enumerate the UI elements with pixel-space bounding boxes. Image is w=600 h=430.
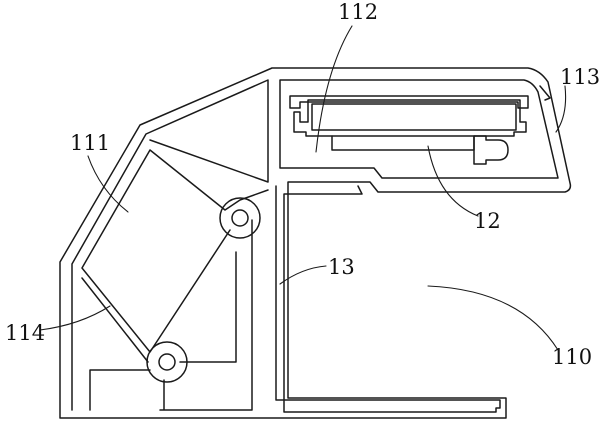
leader-12 xyxy=(427,145,479,217)
circuit-board-frame xyxy=(293,99,527,137)
cover-lip xyxy=(539,85,551,101)
boss-lower-inner xyxy=(158,353,176,371)
boss-lower-outer xyxy=(146,341,188,383)
leader-111 xyxy=(87,155,129,213)
leader-113 xyxy=(555,85,567,133)
label-114: 114 xyxy=(5,321,45,345)
housing-inner-wall xyxy=(71,79,269,411)
leader-110 xyxy=(427,285,559,351)
leader-13 xyxy=(279,265,327,285)
led-lens xyxy=(473,135,509,165)
boss-upper-outer xyxy=(219,197,261,239)
board-inner xyxy=(311,103,517,131)
label-110: 110 xyxy=(552,345,592,369)
lamp-compartment xyxy=(279,79,559,179)
label-113: 113 xyxy=(560,65,600,89)
housing-outline xyxy=(59,67,572,419)
label-13: 13 xyxy=(328,255,355,279)
clip-channel xyxy=(289,95,529,109)
label-12: 12 xyxy=(474,209,501,233)
light-guide-13 xyxy=(275,185,501,413)
led-body xyxy=(331,135,475,151)
label-112: 112 xyxy=(338,0,378,24)
leader-114 xyxy=(39,305,111,331)
leader-112 xyxy=(315,25,353,153)
rib-structure xyxy=(81,149,269,411)
label-111: 111 xyxy=(70,131,110,155)
boss-upper-inner xyxy=(231,209,249,227)
